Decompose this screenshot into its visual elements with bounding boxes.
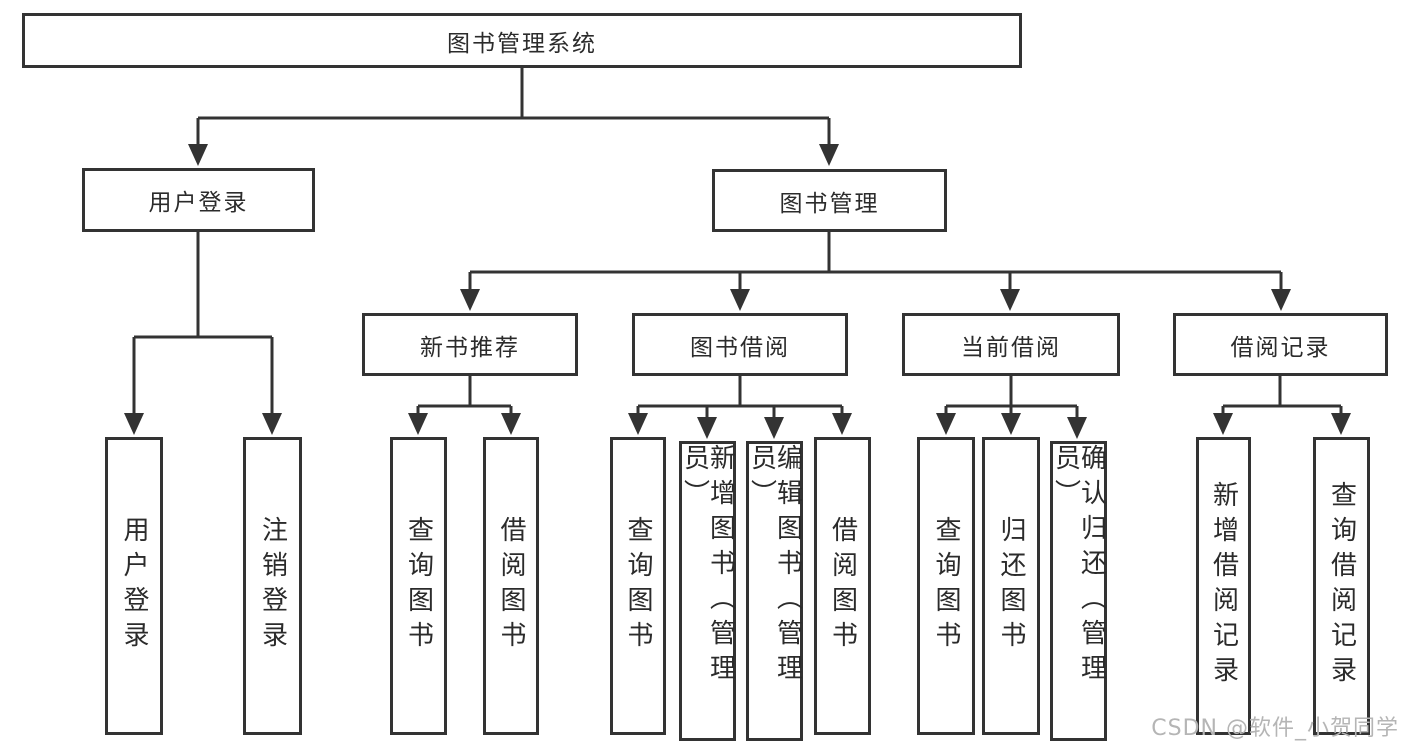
node-add-borrow-record: 新增借阅记录: [1196, 437, 1251, 735]
arrow-down-icon: [764, 417, 784, 439]
node-user-login-action: 用户登录: [105, 437, 163, 735]
node-borrowing-records: 借阅记录: [1173, 313, 1388, 376]
arrow-down-icon: [628, 413, 648, 435]
arrow-down-icon: [832, 413, 852, 435]
node-label: 查询图书: [931, 516, 961, 656]
node-logout-action: 注销登录: [243, 437, 302, 735]
node-label: 用户登录: [148, 190, 249, 216]
connector-borrowing-records-to-children: [1221, 376, 1343, 418]
node-label: 查询图书: [623, 516, 653, 656]
arrow-down-icon: [1000, 289, 1020, 311]
arrow-down-icon: [501, 413, 521, 435]
node-label: 借阅图书: [496, 516, 526, 656]
arrow-down-icon: [1001, 413, 1021, 435]
node-label: 查询图书: [403, 516, 434, 656]
connector-user-login-to-children: [132, 232, 274, 418]
node-book-management: 图书管理: [712, 169, 947, 232]
arrow-down-icon: [819, 144, 839, 166]
arrow-down-icon: [1331, 413, 1351, 435]
node-label: 新书推荐: [420, 334, 520, 361]
node-new-book-recommend: 新书推荐: [362, 313, 578, 376]
node-label: 编辑图书（管理员）: [746, 444, 803, 689]
arrow-down-icon: [1213, 413, 1233, 435]
arrow-down-icon: [1067, 417, 1087, 439]
node-label: 借阅记录: [1230, 334, 1331, 361]
node-label: 用户登录: [119, 516, 149, 656]
node-edit-book-admin: 编辑图书（管理员）: [746, 441, 803, 741]
arrow-down-icon: [730, 289, 750, 311]
node-label: 图书管理系统: [447, 30, 597, 57]
connector-book-management-to-children: [468, 232, 1283, 293]
node-current-borrowing: 当前借阅: [902, 313, 1120, 376]
connector-book-borrowing-to-children: [636, 376, 844, 421]
node-label: 图书管理: [779, 190, 880, 217]
node-recommend-borrow-books: 借阅图书: [483, 437, 539, 735]
arrow-down-icon: [188, 144, 208, 166]
arrow-down-icon: [124, 413, 144, 435]
node-label: 新增借阅记录: [1208, 481, 1239, 691]
node-add-book-admin: 新增图书（管理员）: [679, 441, 736, 741]
connector-new-book-recommend-to-children: [416, 376, 513, 418]
node-recommend-query-books: 查询图书: [390, 437, 447, 735]
node-user-login: 用户登录: [82, 168, 315, 232]
node-label: 确认归还（管理员）: [1050, 444, 1107, 689]
node-label: 图书借阅: [690, 334, 790, 361]
connector-root-to-level2: [196, 68, 831, 148]
node-label: 借阅图书: [827, 516, 858, 656]
arrow-down-icon: [460, 289, 480, 311]
arrow-down-icon: [936, 413, 956, 435]
node-label: 归还图书: [996, 516, 1026, 656]
arrow-down-icon: [262, 413, 282, 435]
arrow-down-icon: [697, 417, 717, 439]
node-borrowing-borrow-books: 借阅图书: [814, 437, 871, 735]
watermark-text: CSDN @软件_小贺同学: [1151, 716, 1399, 741]
node-label: 注销登录: [257, 516, 288, 656]
node-current-query-books: 查询图书: [917, 437, 975, 735]
node-label: 当前借阅: [961, 334, 1061, 361]
connector-current-borrowing-to-children: [944, 376, 1079, 421]
node-query-borrow-record: 查询借阅记录: [1313, 437, 1370, 735]
node-label: 查询借阅记录: [1326, 481, 1357, 691]
arrow-down-icon: [408, 413, 428, 435]
node-label: 新增图书（管理员）: [679, 444, 736, 689]
node-confirm-return-admin: 确认归还（管理员）: [1050, 441, 1107, 741]
node-return-books: 归还图书: [982, 437, 1040, 735]
arrow-down-icon: [1271, 289, 1291, 311]
node-book-borrowing: 图书借阅: [632, 313, 848, 376]
node-borrowing-query-books: 查询图书: [610, 437, 666, 735]
node-library-management-system: 图书管理系统: [22, 13, 1022, 68]
